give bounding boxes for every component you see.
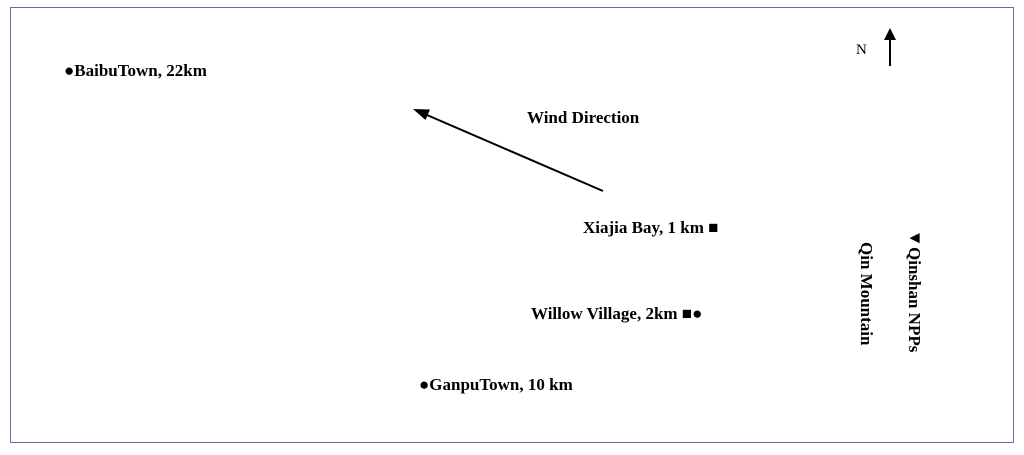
- willow-village-label: Willow Village, 2km ■●: [531, 304, 703, 323]
- wind-direction-label: Wind Direction: [527, 108, 640, 127]
- xiajia-bay-label: Xiajia Bay, 1 km ■: [583, 218, 719, 237]
- map-frame: [10, 7, 1014, 443]
- baibu-town-label: ●BaibuTown, 22km: [64, 61, 207, 80]
- north-label: N: [856, 42, 867, 58]
- wind-direction-arrow: [413, 109, 604, 192]
- qinshan-npps-label: ◄Qinshan NPPs: [905, 228, 924, 353]
- ganpu-town-label: ●GanpuTown, 10 km: [419, 375, 573, 394]
- north-arrow-icon: [884, 28, 896, 66]
- qin-mountain-label: Qin Mountain: [857, 242, 876, 346]
